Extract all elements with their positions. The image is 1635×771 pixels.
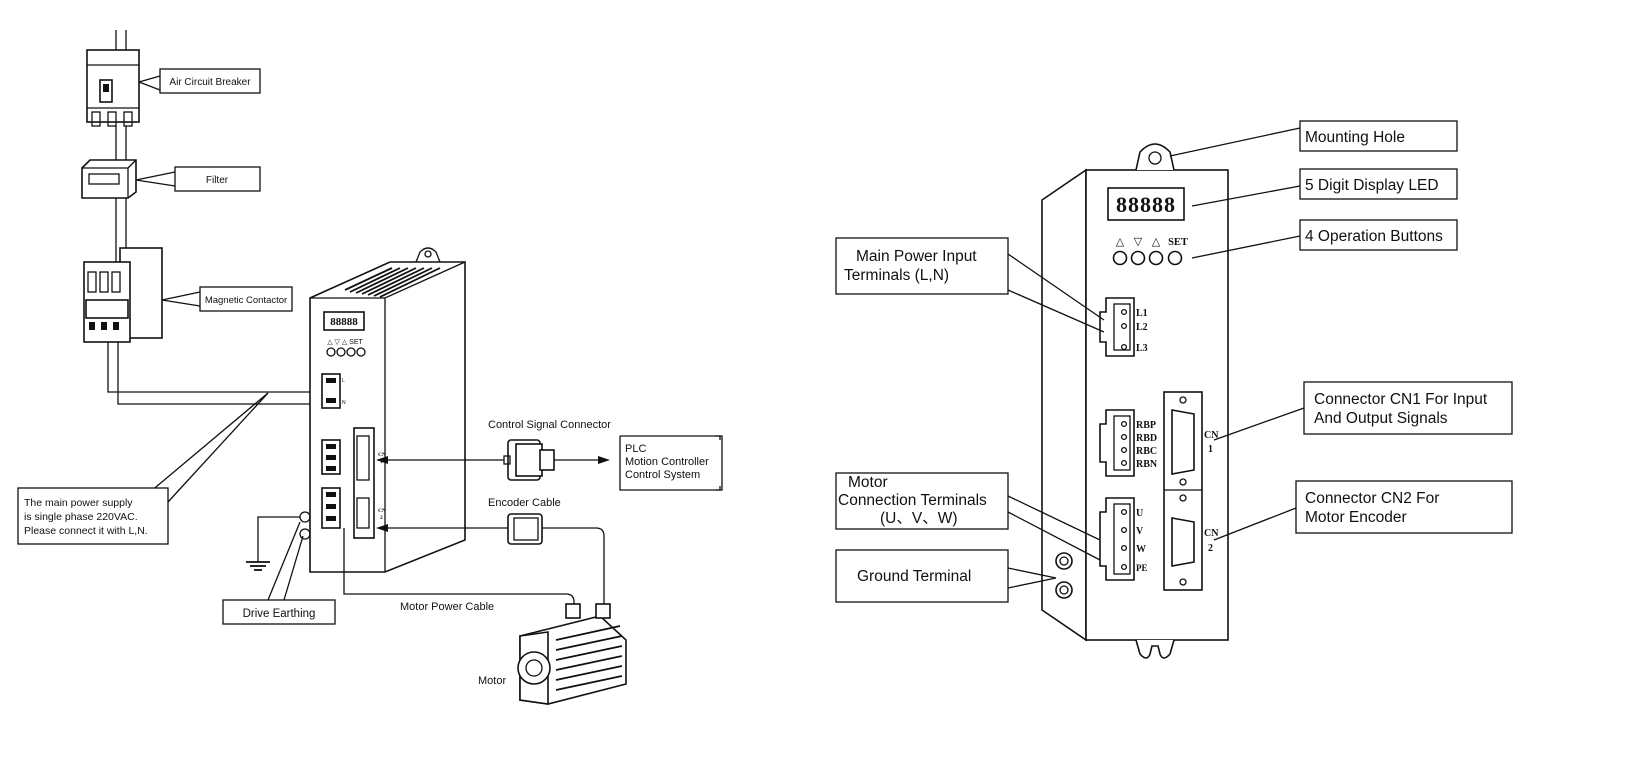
magnetic-contactor-label-box: [199, 286, 293, 312]
button-symbol-up: △: [1116, 236, 1125, 248]
mounting-hole: [1148, 151, 1162, 165]
vent-slots: [344, 267, 441, 298]
magnetic-contactor-drawing: [83, 247, 163, 343]
cn1-label: CN: [1204, 430, 1219, 441]
motor-power-cable-label: Motor Power Cable: [400, 601, 494, 613]
filter-drawing: [81, 159, 137, 199]
button-down: [1130, 250, 1146, 266]
filter-label-box: [174, 166, 261, 192]
control-signal-connector-drawing: [503, 439, 572, 481]
cn2-connector-box: [1295, 480, 1513, 534]
mounting-hole-label: Mounting Hole: [1305, 129, 1405, 146]
drive-front-drawing: 88888 △ ▽ △ SET L1 L2 L3: [1041, 143, 1229, 659]
air-circuit-breaker-label: Air Circuit Breaker: [169, 77, 251, 88]
terminal-l2: L2: [1136, 322, 1148, 333]
terminal-rbn: RBN: [1136, 459, 1158, 470]
motor-terminals-line-1: Motor: [848, 474, 888, 491]
air-circuit-breaker-drawing: [86, 49, 140, 127]
cn1-connector-line-2: And Output Signals: [1314, 410, 1448, 427]
terminal-l1: L1: [1136, 308, 1148, 319]
right-panel-diagram: 88888 △ ▽ △ SET L1 L2 L3: [835, 120, 1513, 659]
button-symbol-shift: △: [1152, 236, 1161, 248]
filter-label: Filter: [206, 175, 229, 186]
terminal-w: W: [1136, 544, 1146, 555]
display-led-label: 5 Digit Display LED: [1305, 177, 1439, 194]
supply-wires: [115, 30, 127, 50]
power-note-line-1: The main power supply: [24, 497, 133, 509]
magnetic-contactor-label: Magnetic Contactor: [205, 295, 287, 306]
cn1-connector-box: [1303, 381, 1513, 435]
drive-earthing-box: [222, 599, 336, 625]
ground-terminal-box: [835, 549, 1009, 603]
servo-drive-3d-drawing: 88888 △ ▽ △ SET L N CN: [299, 247, 466, 573]
terminal-rbp: RBP: [1136, 420, 1156, 431]
terminal-u: U: [1136, 508, 1143, 519]
cn2-label: CN: [1204, 528, 1219, 539]
button-symbol-set: SET: [1168, 237, 1188, 248]
drive-cn2-label: CN: [378, 508, 386, 514]
cn2-connector-line-1: Connector CN2 For: [1305, 490, 1439, 507]
mounting-hole-box: [1299, 120, 1458, 152]
power-note-line-2: is single phase 220VAC.: [24, 511, 138, 523]
cn2-number: 2: [1208, 543, 1213, 554]
operation-buttons-label: 4 Operation Buttons: [1305, 228, 1443, 245]
motor-terminals-box: [835, 472, 1009, 530]
terminal-pe: PE: [1136, 563, 1148, 573]
controller-system: Control System: [625, 469, 700, 481]
left-wiring-diagram: Air Circuit Breaker Filter: [17, 30, 723, 705]
controller-plc: PLC: [625, 443, 646, 455]
encoder-cable-label: Encoder Cable: [488, 497, 561, 509]
main-power-input-line-2: Terminals (L,N): [844, 267, 949, 284]
motor-label: Motor: [478, 675, 506, 687]
button-symbol-down: ▽: [1134, 236, 1143, 248]
terminal-rbc: RBC: [1136, 446, 1157, 457]
ground-terminal-label: Ground Terminal: [857, 568, 971, 585]
operation-buttons-box: [1299, 219, 1458, 251]
power-note-box: [17, 487, 169, 545]
terminal-rbd: RBD: [1136, 433, 1157, 444]
controller-motion: Motion Controller: [625, 456, 709, 468]
drive-cn1-number: 1: [380, 459, 383, 465]
power-note-line-3: Please connect it with L,N.: [24, 525, 148, 537]
terminal-l3: L3: [1136, 343, 1148, 354]
button-set: [1167, 250, 1183, 266]
panel-display-digits: 88888: [1116, 192, 1176, 217]
control-signal-connector-label: Control Signal Connector: [488, 419, 611, 431]
air-circuit-breaker-label-box: [159, 68, 261, 94]
drive-button-symbols: △ ▽ △ SET: [327, 339, 363, 346]
terminal-v: V: [1136, 526, 1144, 537]
button-up: [1112, 250, 1128, 266]
motor-terminals-line-2: Connection Terminals: [838, 492, 987, 509]
drive-display-digits: 88888: [330, 316, 358, 328]
cn1-number: 1: [1208, 444, 1213, 455]
drive-terminal-n: N: [342, 400, 346, 406]
button-shift: [1148, 250, 1164, 266]
drive-cn1-label: CN: [378, 452, 386, 458]
main-power-input-line-1: Main Power Input: [856, 248, 977, 265]
drive-cn2-number: 2: [380, 515, 383, 521]
motor-drawing: [517, 603, 627, 705]
encoder-connector-drawing: [507, 513, 543, 545]
drive-terminal-l: L: [342, 378, 345, 384]
cn2-connector-line-2: Motor Encoder: [1305, 509, 1407, 526]
display-led-box: [1299, 168, 1458, 200]
cn1-connector-line-1: Connector CN1 For Input: [1314, 391, 1488, 408]
main-power-input-box: [835, 237, 1009, 295]
motor-terminals-line-3: (U、V、W): [880, 510, 958, 527]
drive-earthing-label: Drive Earthing: [243, 608, 316, 620]
